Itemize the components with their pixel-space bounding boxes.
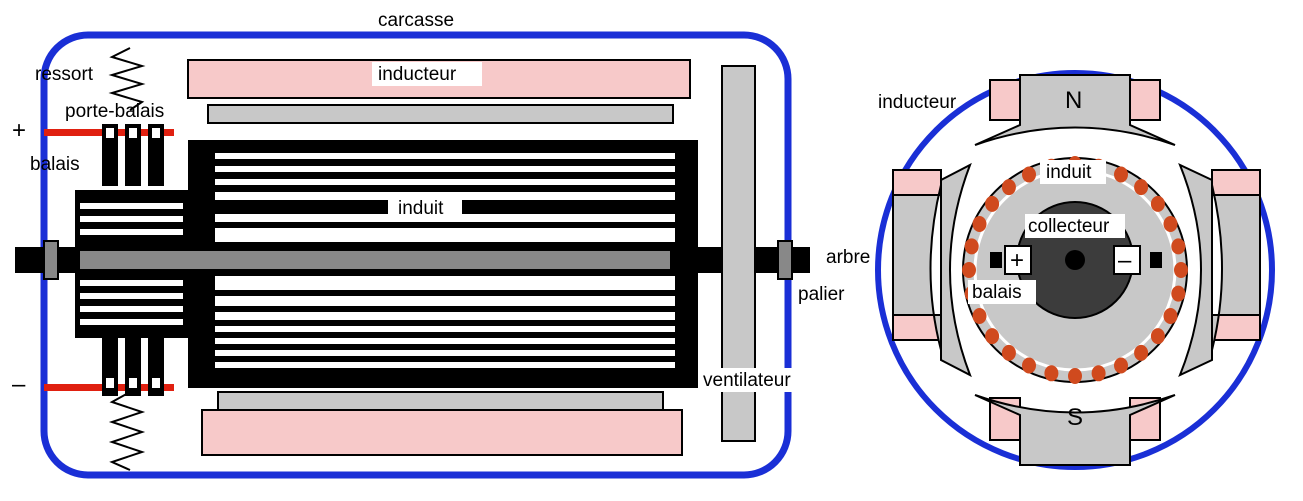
palier-left <box>43 240 59 280</box>
conductor-dot <box>1163 216 1178 232</box>
conductor-dot <box>985 195 1000 212</box>
longitudinal-section: carcasse inducteur induit ressort porte-… <box>12 8 870 479</box>
collecteur-label-bg <box>1025 214 1125 238</box>
conductor-dot <box>1150 328 1165 345</box>
inducteur-cross-label: inducteur <box>878 92 957 113</box>
palier-label: palier <box>798 284 845 305</box>
collecteur-label: collecteur <box>1028 216 1110 237</box>
induit-label-bg <box>388 196 462 220</box>
balais-top <box>102 124 164 186</box>
collecteur-segments <box>80 203 183 325</box>
conductor-dot <box>1171 285 1186 302</box>
balais-cross-label: balais <box>972 282 1022 303</box>
ressort-label: ressort <box>35 64 94 85</box>
conductor-dot <box>1022 357 1036 374</box>
conductor-dot <box>1001 179 1016 196</box>
ventilateur-label-bg <box>700 368 808 392</box>
conductor-dot <box>1091 365 1106 382</box>
balais-label: balais <box>30 154 80 175</box>
conductor-dot <box>1150 195 1165 212</box>
ressort-bottom-spring <box>108 391 146 471</box>
conductor-dot <box>962 262 976 278</box>
conductor-dot <box>964 238 979 255</box>
induit-cross-label: induit <box>1046 162 1092 183</box>
conductor-dot <box>1114 357 1128 374</box>
porte-balais-label: porte-balais <box>65 101 164 122</box>
carcasse-label: carcasse <box>378 10 454 31</box>
brush-plus <box>1004 245 1032 275</box>
ventilateur-label: ventilateur <box>703 370 791 391</box>
conductor-dot <box>1163 308 1178 324</box>
brush-plus-label: + <box>1010 247 1024 274</box>
inducteur-label: inducteur <box>378 64 457 85</box>
brush-minus-label: – <box>1118 247 1132 274</box>
plus-terminal-label: + <box>12 117 26 144</box>
conductor-dot <box>985 328 1000 345</box>
brush-minus <box>1113 245 1141 275</box>
inducteur-bottom <box>201 409 683 456</box>
conductor-dot <box>972 308 987 324</box>
inducteur-label-bg <box>372 62 482 86</box>
pole-pieces <box>892 74 1261 466</box>
pole-shoe-top <box>207 104 674 124</box>
arbre-label: arbre <box>826 247 870 268</box>
induit-label: induit <box>398 198 444 219</box>
arbre-center <box>1065 250 1085 270</box>
cross-section: N S + – inducteur induit collecteur bala… <box>875 70 1275 470</box>
minus-terminal-label: – <box>12 371 26 398</box>
induit-cross-label-bg <box>1040 160 1106 184</box>
carcasse-label-bg <box>372 8 472 30</box>
brush-minus-holder <box>1150 252 1162 268</box>
conductor-dot <box>1001 344 1016 361</box>
conductor-dot <box>1068 368 1082 384</box>
balais-cross-label-bg <box>968 280 1036 304</box>
balais-bottom <box>102 336 164 396</box>
conductor-dot <box>1114 166 1128 183</box>
conductor-dot <box>1044 365 1059 382</box>
palier-right <box>777 240 793 280</box>
ressort-top-spring <box>108 47 146 111</box>
pole-shoe-bottom <box>217 391 664 411</box>
inducteur-coils <box>892 79 1261 441</box>
south-pole-label: S <box>1067 404 1083 431</box>
conductor-dot <box>1022 166 1036 183</box>
conductor-dot <box>1174 262 1188 278</box>
carcasse-circle <box>875 70 1275 470</box>
conductor-dot <box>1134 179 1149 196</box>
conductor-dot <box>1134 344 1149 361</box>
conductor-dot <box>1171 238 1186 255</box>
north-pole-label: N <box>1065 87 1082 114</box>
conductor-dot <box>972 216 987 232</box>
arbre-shaft-inner <box>80 251 670 269</box>
brush-plus-holder <box>990 252 1002 268</box>
